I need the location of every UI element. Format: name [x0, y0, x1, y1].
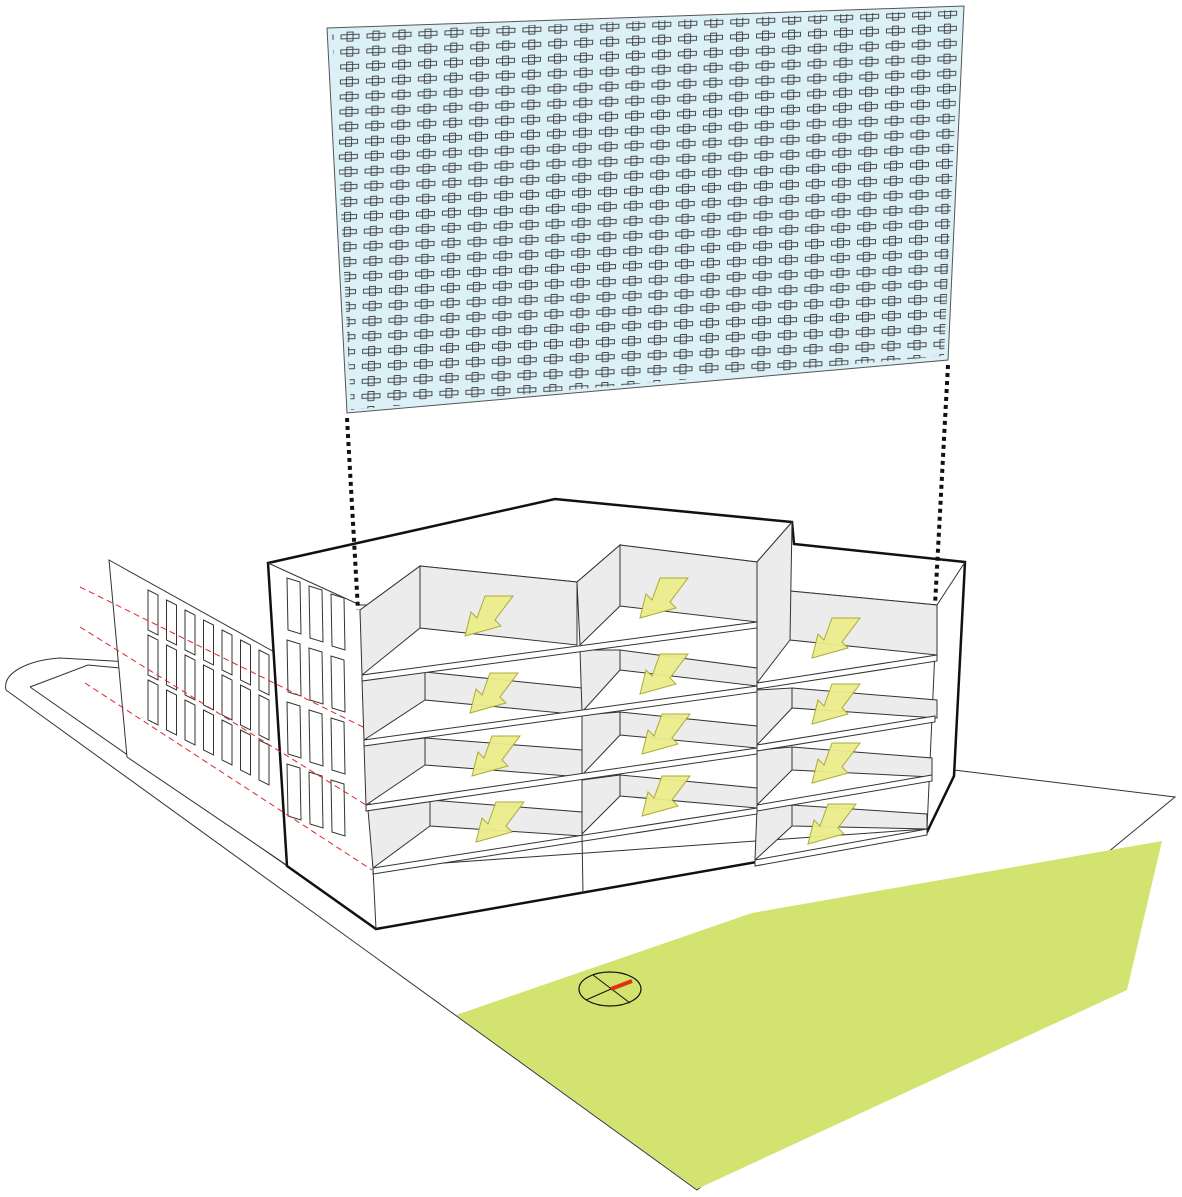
projection-lines	[345, 364, 950, 611]
section-lines	[79, 586, 373, 871]
window	[308, 709, 324, 767]
window	[166, 644, 177, 691]
window	[330, 655, 346, 713]
window	[330, 779, 346, 837]
window	[166, 599, 177, 646]
window	[286, 701, 302, 759]
window	[308, 585, 324, 643]
window	[240, 729, 251, 776]
window	[330, 717, 346, 775]
site-plan	[5, 657, 1177, 1191]
interior-side-wall	[756, 687, 793, 747]
neighbour-facade	[108, 559, 289, 867]
window	[330, 593, 346, 651]
window	[184, 609, 196, 656]
window	[221, 674, 233, 721]
window	[203, 619, 214, 666]
interior-side-wall	[359, 565, 421, 677]
window	[147, 589, 159, 636]
window	[221, 719, 233, 766]
interior-side-wall	[576, 543, 621, 647]
interior-side-wall	[579, 649, 621, 714]
window	[147, 679, 159, 726]
window	[240, 639, 251, 686]
interior-side-wall	[581, 774, 621, 836]
window	[258, 739, 270, 786]
floor-slab	[361, 621, 758, 682]
north-compass	[578, 971, 642, 1007]
floor-slab	[754, 828, 928, 867]
window	[258, 694, 270, 741]
window	[308, 647, 324, 705]
compass-needle	[610, 979, 633, 991]
window	[221, 629, 233, 676]
building	[266, 497, 967, 931]
window	[286, 763, 302, 821]
window	[286, 577, 302, 635]
window	[184, 699, 196, 746]
interior-side-wall	[756, 520, 793, 685]
interior-side-wall	[756, 746, 793, 807]
window	[203, 664, 214, 711]
window	[166, 689, 177, 736]
window	[147, 634, 159, 681]
window	[258, 649, 270, 696]
window	[184, 654, 196, 701]
floor-slab	[363, 685, 758, 747]
window	[240, 684, 251, 731]
floor-slab	[365, 747, 758, 812]
lawn-area	[456, 841, 1162, 1189]
window	[203, 709, 214, 756]
window	[286, 639, 302, 697]
facade-panel	[326, 5, 965, 414]
window	[308, 771, 324, 829]
